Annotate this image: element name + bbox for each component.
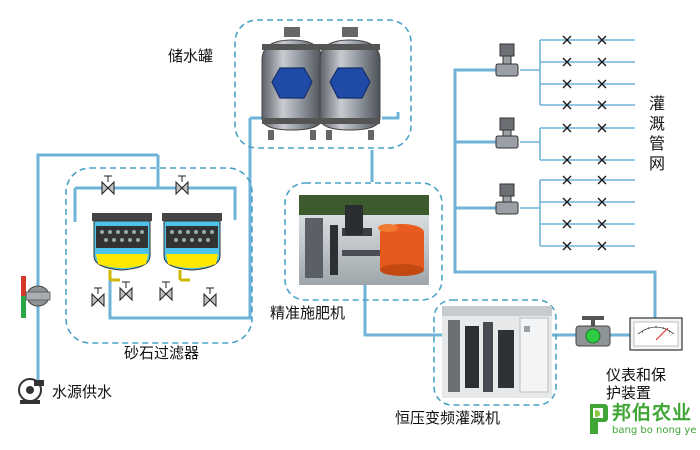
pipe-network-char: 灌 [648, 94, 665, 113]
dashed-group-boxes [65, 19, 557, 406]
x-mark-icon [562, 175, 572, 185]
x-mark-icon [562, 35, 572, 45]
x-mark-icon [597, 155, 607, 165]
network-riser [453, 68, 657, 318]
x-mark-icon [562, 155, 572, 165]
butterfly-valve-icon [175, 175, 189, 196]
pipe-network-char: 网 [648, 154, 665, 173]
x-mark-icon [597, 79, 607, 89]
x-mark-icon [562, 79, 572, 89]
leaf-logo-icon [590, 404, 608, 434]
gate-valve-icon [575, 316, 611, 347]
x-mark-icon [562, 100, 572, 110]
x-mark-icon [597, 57, 607, 67]
sand-filter-left [92, 213, 152, 282]
storage-tanks [261, 27, 381, 140]
butterfly-valve-icon [101, 175, 115, 196]
x-mark-icon [562, 197, 572, 207]
fertigation-box [284, 182, 443, 301]
solenoid-valves [495, 43, 519, 215]
water-source-label: 水源供水 [52, 383, 113, 401]
storage-tank-label: 储水罐 [168, 47, 214, 65]
instrument-label-line2: 护装置 [606, 384, 652, 402]
butterfly-valve-icon [119, 281, 133, 302]
irrigation-machine-box [433, 299, 557, 406]
fertigation-label: 精准施肥机 [270, 304, 346, 322]
x-mark-icon [597, 197, 607, 207]
butterfly-valve-icon [203, 287, 217, 308]
company-logo: 邦伯农业 bang bo nong ye [582, 398, 700, 450]
x-mark-icon [597, 35, 607, 45]
storage-tank-left [261, 27, 323, 140]
solenoid-valve-icon [495, 183, 519, 215]
tank-feed-pipe [250, 112, 400, 120]
butterfly-valve-icon [91, 287, 105, 308]
storage-tank-box [234, 19, 412, 149]
x-mark-icon [562, 57, 572, 67]
pipe-network-lines [520, 39, 635, 247]
fertigation-machine-photo [299, 195, 429, 285]
instrument-label-line1: 仪表和保 [606, 366, 667, 384]
logo-pinyin: bang bo nong ye [612, 425, 697, 436]
x-mark-icon [562, 123, 572, 133]
x-mark-icon [597, 123, 607, 133]
solenoid-valve-icon [495, 117, 519, 149]
x-mark-icon [562, 219, 572, 229]
pressure-gauge-icon [629, 317, 683, 351]
irrigation-machine-photo [442, 306, 552, 398]
sand-filter-label: 砂石过滤器 [124, 344, 200, 362]
butterfly-valve-icon [159, 281, 173, 302]
logo-name: 邦伯农业 [612, 402, 693, 424]
x-mark-icon [597, 241, 607, 251]
pipe-network-char: 溉 [648, 114, 665, 133]
pipe-network-label: 灌 溉 管 网 [648, 94, 666, 174]
sand-filters [92, 213, 222, 282]
storage-tank-right [319, 27, 381, 140]
x-mark-icons [562, 35, 607, 251]
x-mark-icon [597, 219, 607, 229]
irrigation-machine-label: 恒压变频灌溉机 [395, 409, 501, 427]
pump-icon [18, 378, 44, 404]
pipe-network-char: 管 [648, 134, 665, 153]
x-mark-icon [562, 241, 572, 251]
filter-outlet-header [108, 118, 252, 320]
fertigation-to-pump-pipe [363, 282, 442, 337]
x-mark-icon [597, 100, 607, 110]
filter-inlet-header [73, 155, 237, 222]
source-pipe [36, 153, 158, 385]
check-valve-icon [21, 276, 51, 318]
x-mark-icon [597, 175, 607, 185]
filter-valves [91, 175, 217, 308]
solenoid-valve-icon [495, 43, 519, 77]
sand-filter-right [162, 213, 222, 282]
